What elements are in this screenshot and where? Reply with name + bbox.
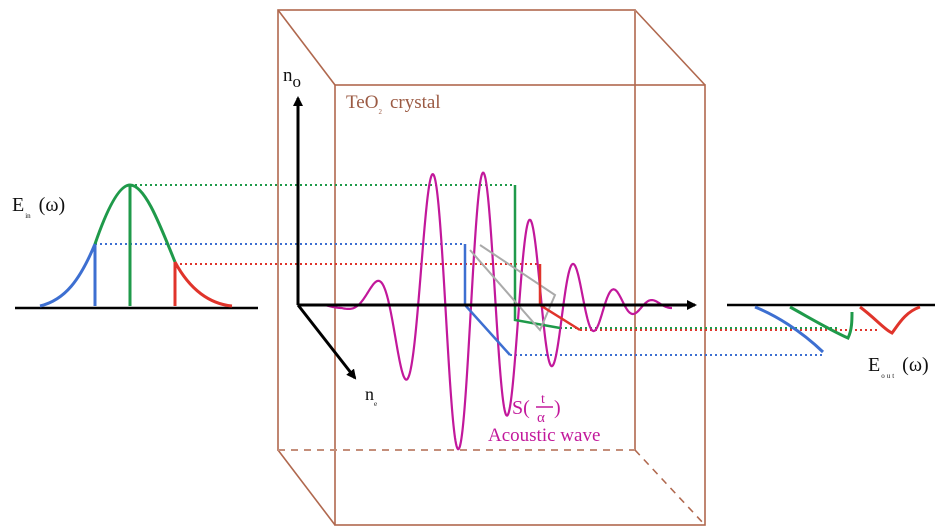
acoustic-wave-label: S( t α ) Acoustic wave: [488, 392, 600, 446]
acoustic-wave-signal: [324, 171, 672, 451]
input-green-segment: [93, 183, 177, 306]
crystal-edge-bottom-left: [277, 449, 336, 526]
coordinate-axes: [293, 96, 697, 380]
output-red-segment: [859, 305, 921, 335]
output-spectrum: [727, 303, 935, 354]
input-spectrum: [15, 183, 258, 310]
input-field-label: Ein(ω): [12, 194, 65, 220]
wave-name: Acoustic wave: [488, 425, 600, 446]
wave-function-close: ): [554, 397, 561, 419]
teo2-crystal-box: [277, 9, 706, 526]
crystal-edge-top-right: [634, 9, 706, 86]
ne-axis-arrow: [296, 304, 357, 380]
red-diffraction-plane: [538, 264, 581, 332]
crystal-edge-bottom-right: [634, 449, 706, 526]
ne-axis-label: ne: [365, 384, 377, 408]
input-blue-segment: [39, 243, 97, 308]
wave-function-numerator: t: [541, 392, 545, 407]
output-field-label: Eout(ω): [868, 354, 929, 380]
crystal-edge-top-left: [277, 9, 336, 86]
gray-diffraction-plane: [469, 244, 557, 332]
output-blue-segment: [754, 305, 825, 354]
wave-function-denominator: α: [537, 410, 545, 426]
input-red-segment: [173, 261, 233, 308]
output-green-segment: [789, 305, 854, 340]
crystal-back-face: [277, 9, 636, 451]
green-diffraction-plane: [513, 185, 561, 330]
wave-function-prefix: S(: [512, 397, 530, 419]
no-axis-label: no: [283, 65, 301, 91]
